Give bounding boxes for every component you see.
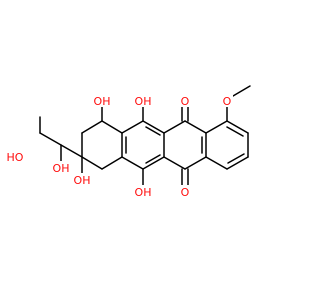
- quinone-bottom-oxygen-text: O: [181, 186, 190, 199]
- chain-secondary-hydroxyl: OH: [52, 161, 70, 175]
- tertiary-hydroxyl-text: OH: [74, 174, 91, 187]
- ring-a-top-hydroxyl-text: OH: [94, 95, 111, 108]
- ring-b-bottom-hydroxyl-text: OH: [135, 186, 152, 199]
- ring-b-top-hydroxyl: OH: [134, 94, 152, 108]
- quinone-bottom-oxygen: O: [179, 185, 191, 199]
- chain-secondary-hydroxyl-text: OH: [53, 162, 70, 175]
- tertiary-hydroxyl: OH: [73, 173, 91, 187]
- ring-b-bottom-hydroxyl: OH: [134, 185, 152, 199]
- chain-terminal-hydroxyl: HO: [6, 150, 24, 164]
- quinone-top-oxygen-text: O: [181, 95, 190, 108]
- chain-terminal-hydroxyl-text: HO: [7, 151, 24, 164]
- bond-lines: [39, 85, 251, 186]
- ring-a-top-hydroxyl: OH: [93, 94, 111, 108]
- quinone-top-oxygen: O: [179, 94, 191, 108]
- chemical-structure: HO OH OH OH OH OH O O O: [6, 85, 251, 199]
- methoxy-oxygen-text: O: [223, 95, 232, 108]
- ring-b-top-hydroxyl-text: OH: [135, 95, 152, 108]
- methoxy-oxygen: O: [221, 94, 233, 108]
